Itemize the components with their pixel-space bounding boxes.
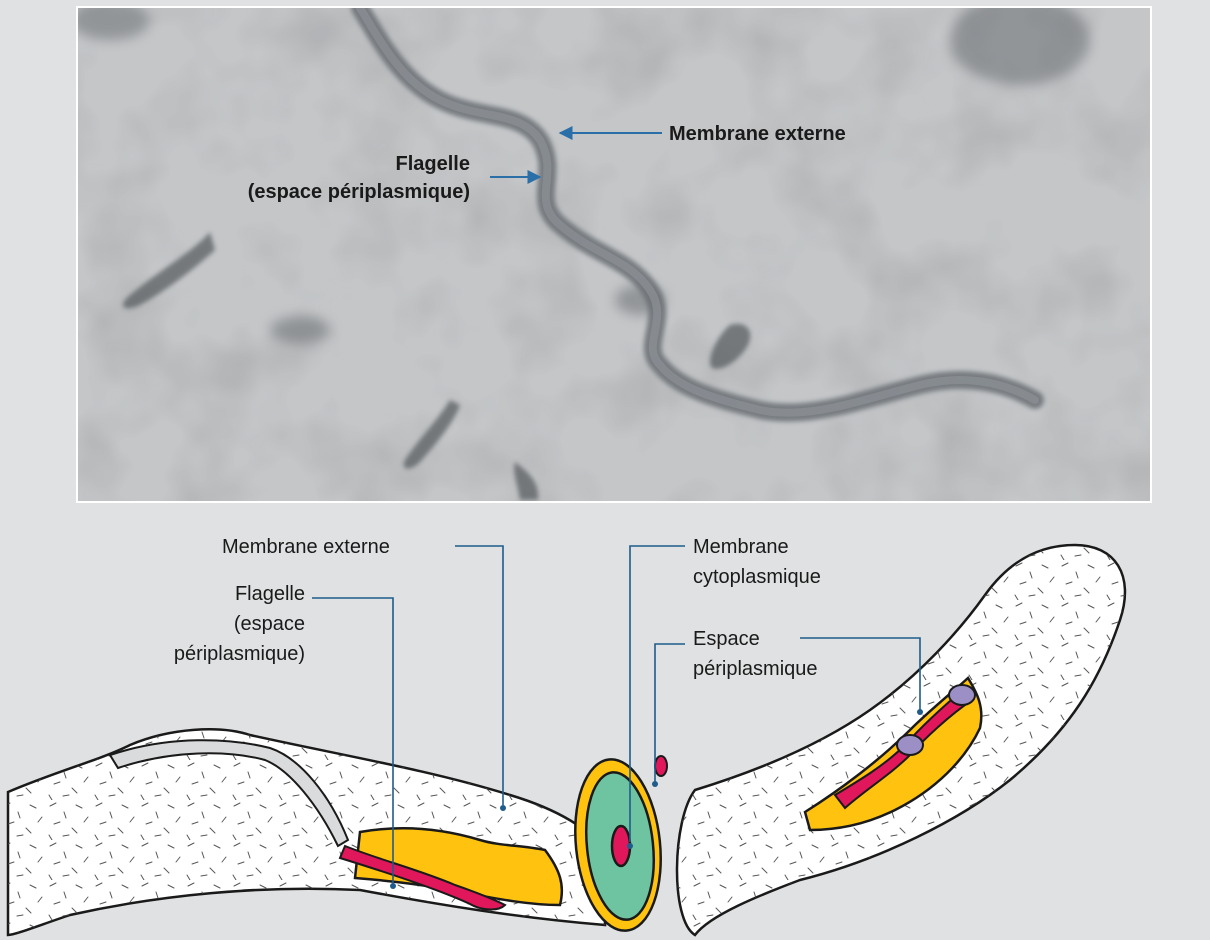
photo-label-outer-membrane: Membrane externe bbox=[669, 123, 846, 145]
diagram-label-flagellum-line3: périplasmique) bbox=[174, 643, 305, 665]
diagram-label-outer-membrane: Membrane externe bbox=[222, 536, 390, 558]
insertion-middle bbox=[897, 735, 923, 755]
diagram-label-cyto-line1: Membrane bbox=[693, 536, 789, 558]
diagram-label-peri-line1: Espace bbox=[693, 628, 760, 650]
diagram-label-cyto-line2: cytoplasmique bbox=[693, 566, 821, 588]
micrograph: Membrane externe Flagelle (espace péripl… bbox=[70, 0, 1152, 503]
insertion-top bbox=[949, 685, 975, 705]
cell-diagram: Membrane externe Flagelle (espace péripl… bbox=[8, 536, 1125, 935]
diagram-label-flagellum-line2: (espace bbox=[234, 613, 305, 635]
diagram-label-peri-line2: périplasmique bbox=[693, 658, 818, 680]
cross-section-periplasm-flagellum bbox=[655, 756, 667, 776]
photo-label-flagellum-line2: (espace périplasmique) bbox=[248, 181, 470, 203]
photo-label-flagellum-line1: Flagelle bbox=[396, 153, 470, 175]
diagram-label-flagellum-line1: Flagelle bbox=[235, 583, 305, 605]
